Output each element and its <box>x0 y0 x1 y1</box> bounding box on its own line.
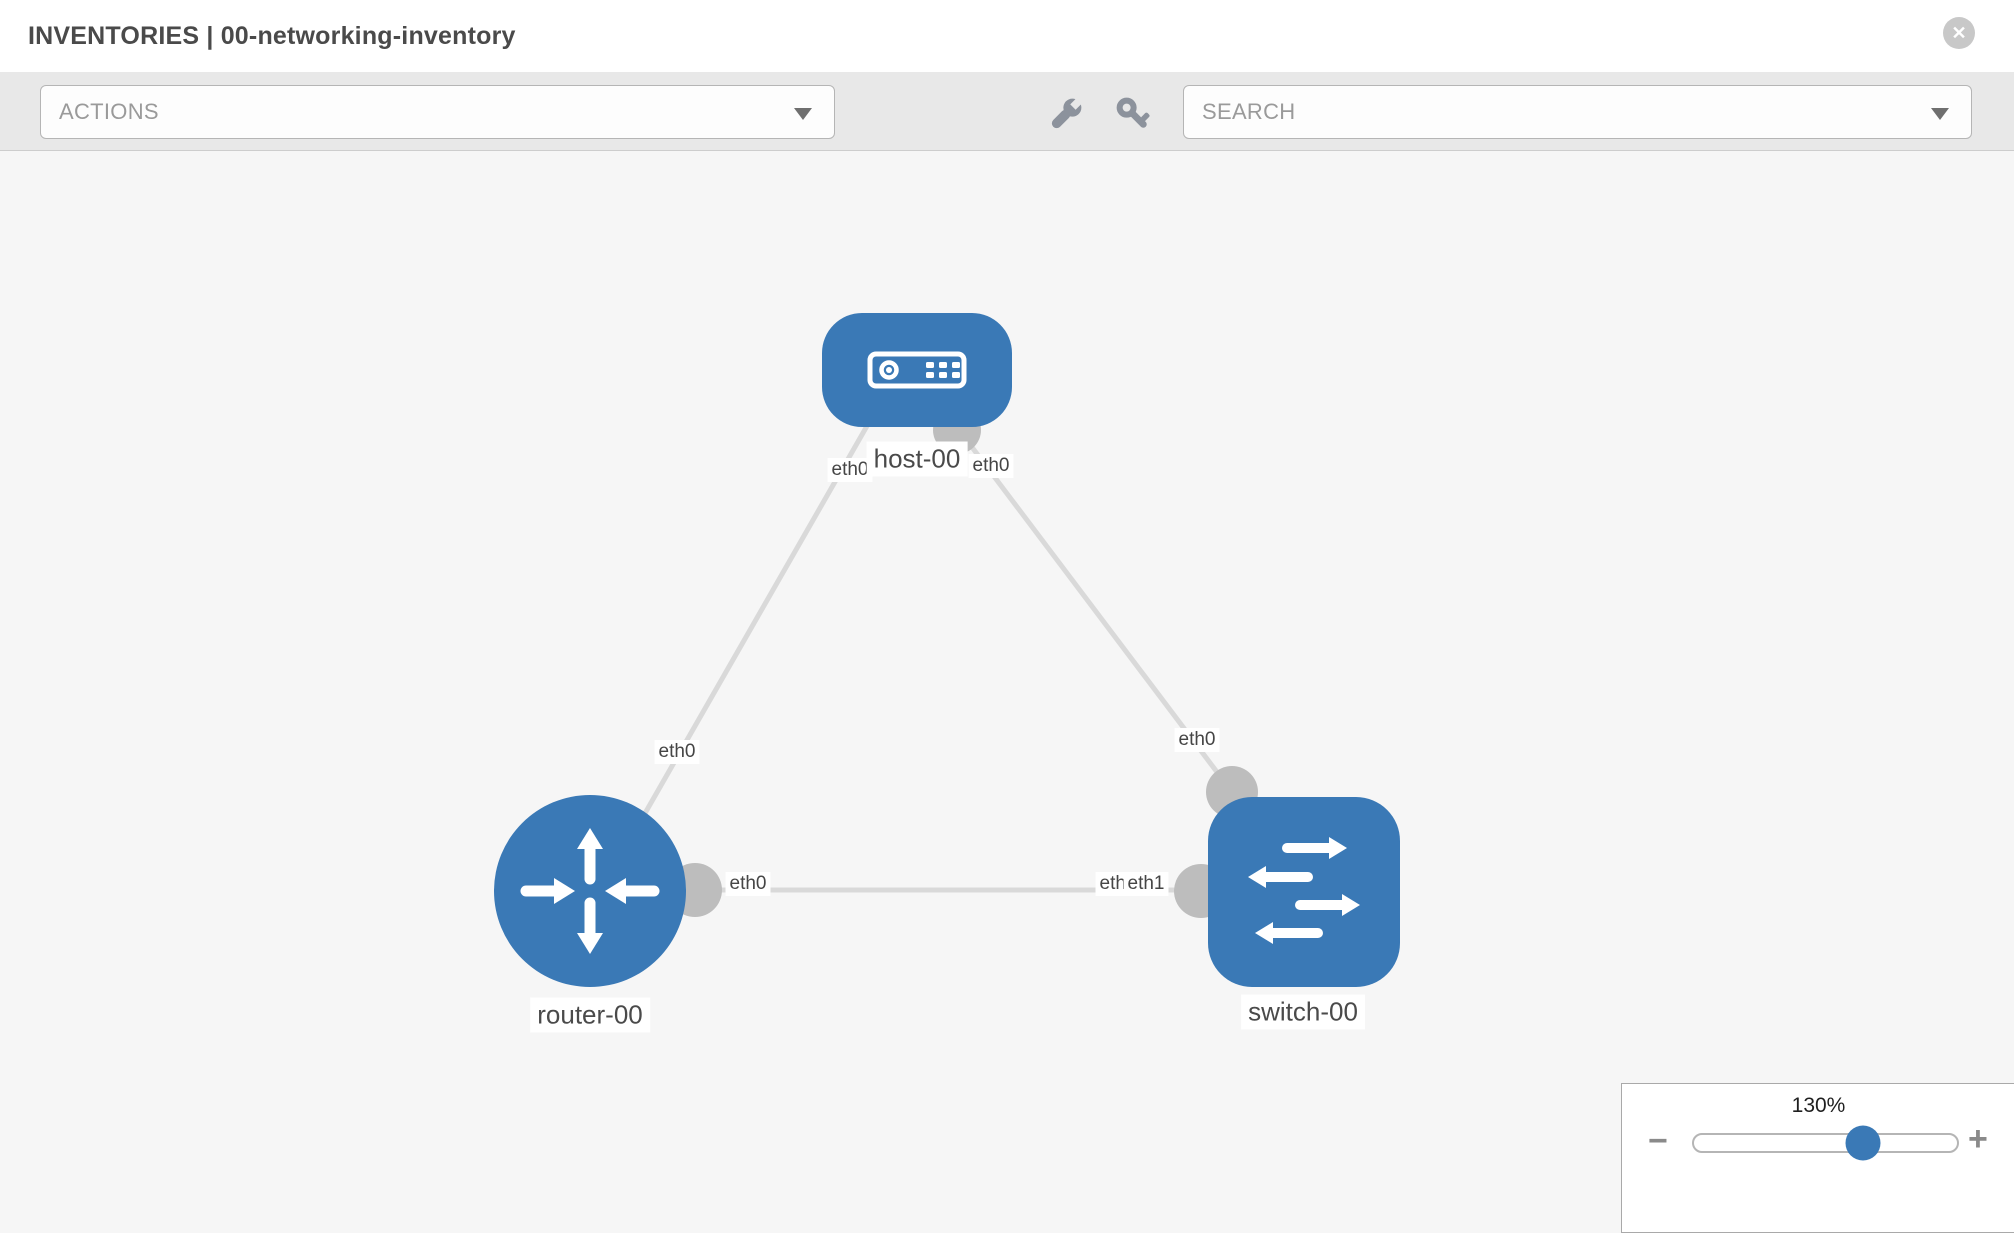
actions-dropdown-label: ACTIONS <box>59 99 159 124</box>
node-router-00[interactable] <box>494 795 686 987</box>
zoom-slider[interactable] <box>1692 1125 1959 1161</box>
actions-dropdown[interactable]: ACTIONS <box>40 85 835 139</box>
wrench-icon[interactable] <box>1046 94 1086 134</box>
search-dropdown-label: SEARCH <box>1202 99 1296 124</box>
chevron-down-icon <box>1931 108 1949 120</box>
zoom-slider-handle[interactable] <box>1845 1125 1881 1161</box>
search-dropdown[interactable]: SEARCH <box>1183 85 1972 139</box>
topology-canvas[interactable] <box>0 150 2014 1200</box>
toolbar: ACTIONS SEARCH <box>0 72 2014 151</box>
node-host-00[interactable] <box>822 313 1012 427</box>
zoom-out-button[interactable]: − <box>1648 1122 1668 1160</box>
switch-arrows-icon <box>1248 837 1360 944</box>
router-arrows-icon <box>520 828 660 954</box>
link-host-switch[interactable] <box>948 416 1234 794</box>
chevron-down-icon <box>794 108 812 120</box>
page-title: INVENTORIES | 00-networking-inventory <box>28 22 516 50</box>
topology-graph <box>494 313 1400 987</box>
page-header: INVENTORIES | 00-networking-inventory ✕ <box>0 0 2014 73</box>
zoom-percentage: 130% <box>1791 1094 1846 1117</box>
zoom-in-button[interactable]: + <box>1968 1120 1988 1158</box>
link-host-router[interactable] <box>637 410 878 824</box>
zoom-panel: 130% − + <box>1621 1083 2014 1233</box>
server-icon <box>867 351 967 389</box>
key-icon[interactable] <box>1113 94 1153 134</box>
close-icon[interactable]: ✕ <box>1943 17 1975 49</box>
node-switch-00[interactable] <box>1208 797 1400 987</box>
